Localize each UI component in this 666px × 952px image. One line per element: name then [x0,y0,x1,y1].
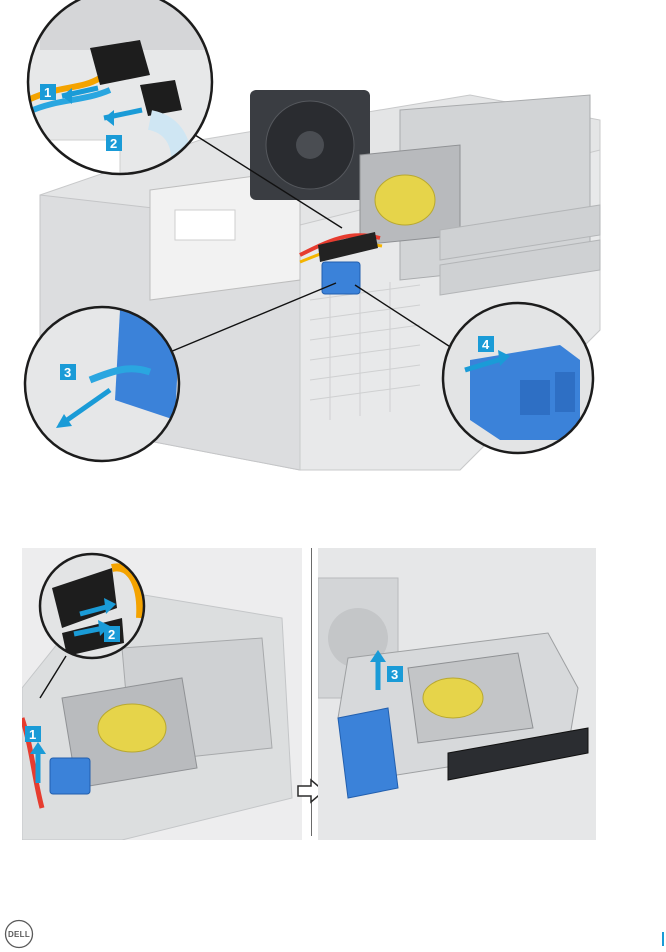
figure-optical-drive-cage-cable-removal: 1 2 3 4 [0,0,666,480]
svg-text:DELL: DELL [8,930,30,939]
latch-release-tab [322,262,360,294]
figure-lift-optical-drive-cage: 3 [318,548,596,840]
svg-text:1: 1 [29,727,36,742]
callout-badge-4: 4 [478,336,494,352]
svg-text:2: 2 [110,136,117,151]
callout-badge-3: 3 [60,364,76,380]
callout-badge-2: 2 [104,626,120,642]
dell-logo-icon: DELL [4,919,34,949]
page-edge-marker [662,932,664,946]
svg-text:4: 4 [482,337,490,352]
callout-badge-2: 2 [106,135,122,151]
svg-text:1: 1 [44,85,51,100]
figure-disconnect-optical-drive-cables: 2 1 [22,548,302,840]
callout-badge-3: 3 [387,666,403,682]
callout-badge-1: 1 [40,84,56,100]
svg-text:3: 3 [64,365,71,380]
svg-text:2: 2 [108,627,115,642]
callout-badge-1: 1 [25,726,41,742]
svg-text:3: 3 [391,667,398,682]
